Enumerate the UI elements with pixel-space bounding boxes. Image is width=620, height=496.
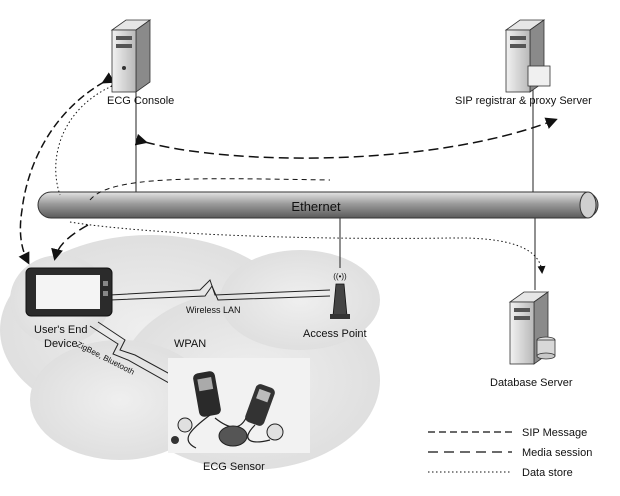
ecg-sensor-label: ECG Sensor bbox=[203, 461, 265, 473]
legend-label-sip-message: SIP Message bbox=[522, 427, 587, 439]
data-store-path-console bbox=[56, 86, 112, 195]
legend-label-data-store: Data store bbox=[522, 467, 573, 479]
access-point-label: Access Point bbox=[303, 328, 367, 340]
ethernet-bus: Ethernet bbox=[38, 192, 598, 218]
ecg-console-server bbox=[112, 20, 150, 92]
sip-server-label: SIP registrar & proxy Server bbox=[455, 95, 592, 107]
database-server bbox=[510, 292, 555, 364]
legend-label-media-session: Media session bbox=[522, 447, 592, 459]
ecg-console-label: ECG Console bbox=[107, 95, 174, 107]
legend: SIP Message Media session Data store bbox=[428, 427, 592, 479]
ethernet-label: Ethernet bbox=[291, 199, 341, 214]
user-end-device bbox=[26, 268, 112, 316]
access-point-signal: ((•)) bbox=[333, 272, 347, 281]
sip-server bbox=[506, 20, 550, 92]
database-server-label: Database Server bbox=[490, 377, 573, 389]
sip-message-path-left bbox=[20, 82, 104, 262]
wpan-label: WPAN bbox=[174, 338, 206, 350]
media-session-path-top bbox=[145, 120, 555, 158]
user-device-label-line1: User's End bbox=[34, 324, 87, 336]
ecg-sensor-image bbox=[168, 358, 310, 453]
user-device-label-line2: Device bbox=[44, 338, 78, 350]
wireless-lan-label: Wireless LAN bbox=[186, 305, 241, 315]
